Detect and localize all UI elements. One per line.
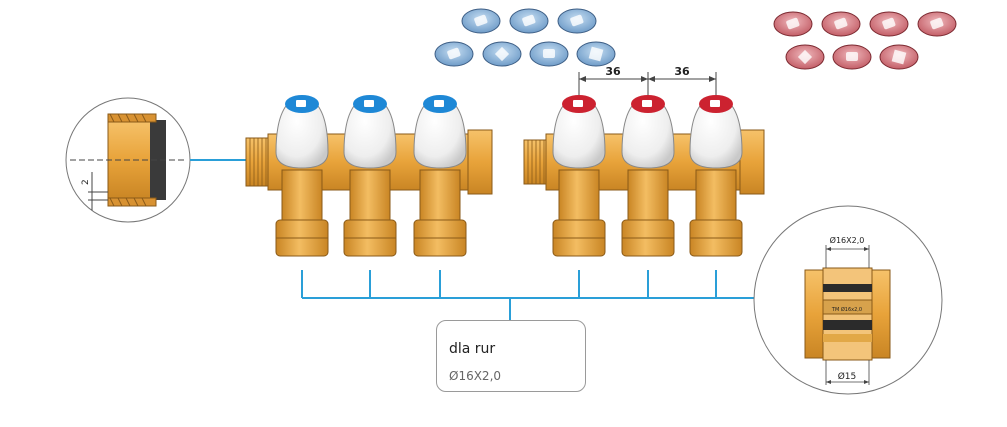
valve-red-3 xyxy=(689,95,743,257)
handle-disc-icon xyxy=(785,44,825,70)
thread-dim: 2 xyxy=(81,179,91,185)
fitting-top-dim: Ø16X2,0 xyxy=(830,235,865,245)
valve-blue-2 xyxy=(343,95,397,257)
handle-disc-icon xyxy=(879,44,919,70)
handle-disc-icon xyxy=(917,11,957,37)
valve-red-1 xyxy=(552,95,606,257)
pipe-label-size: Ø16X2,0 xyxy=(449,369,502,383)
right-manifold xyxy=(523,95,765,257)
thread-detail-circle xyxy=(65,97,191,223)
handle-disc-icon xyxy=(482,41,522,67)
handle-symbol-icon xyxy=(642,100,652,107)
handle-symbol-icon xyxy=(434,100,444,107)
spacing-dim-b: 36 xyxy=(674,65,690,78)
handle-disc-icon xyxy=(821,11,861,37)
valve-blue-1 xyxy=(275,95,329,257)
fitting-bottom-dim: Ø15 xyxy=(838,371,857,382)
handle-disc-icon xyxy=(832,44,872,70)
red-disc-group xyxy=(773,11,957,70)
spacing-dim-a: 36 xyxy=(605,65,621,78)
handle-disc-icon xyxy=(773,11,813,37)
pipe-label-title: dla rur xyxy=(449,341,496,357)
handle-disc-icon xyxy=(434,41,474,67)
handle-disc-icon xyxy=(509,8,549,34)
outlet-bracket-lines xyxy=(301,270,760,320)
fitting-inner-text: TM Ø16x2,0 xyxy=(831,306,862,313)
handle-disc-icon xyxy=(869,11,909,37)
valve-blue-3 xyxy=(413,95,467,257)
handle-disc-icon xyxy=(557,8,597,34)
fitting-detail-circle xyxy=(753,205,943,395)
blue-disc-group xyxy=(434,8,616,67)
handle-disc-icon xyxy=(529,41,569,67)
handle-symbol-icon xyxy=(364,100,374,107)
left-manifold xyxy=(245,95,493,257)
handle-symbol-icon xyxy=(296,100,306,107)
handle-symbol-icon xyxy=(573,100,583,107)
handle-disc-icon xyxy=(576,41,616,67)
pipe-label-box: dla rur Ø16X2,0 xyxy=(436,320,586,392)
handle-disc-icon xyxy=(461,8,501,34)
handle-symbol-icon xyxy=(710,100,720,107)
valve-red-2 xyxy=(621,95,675,257)
